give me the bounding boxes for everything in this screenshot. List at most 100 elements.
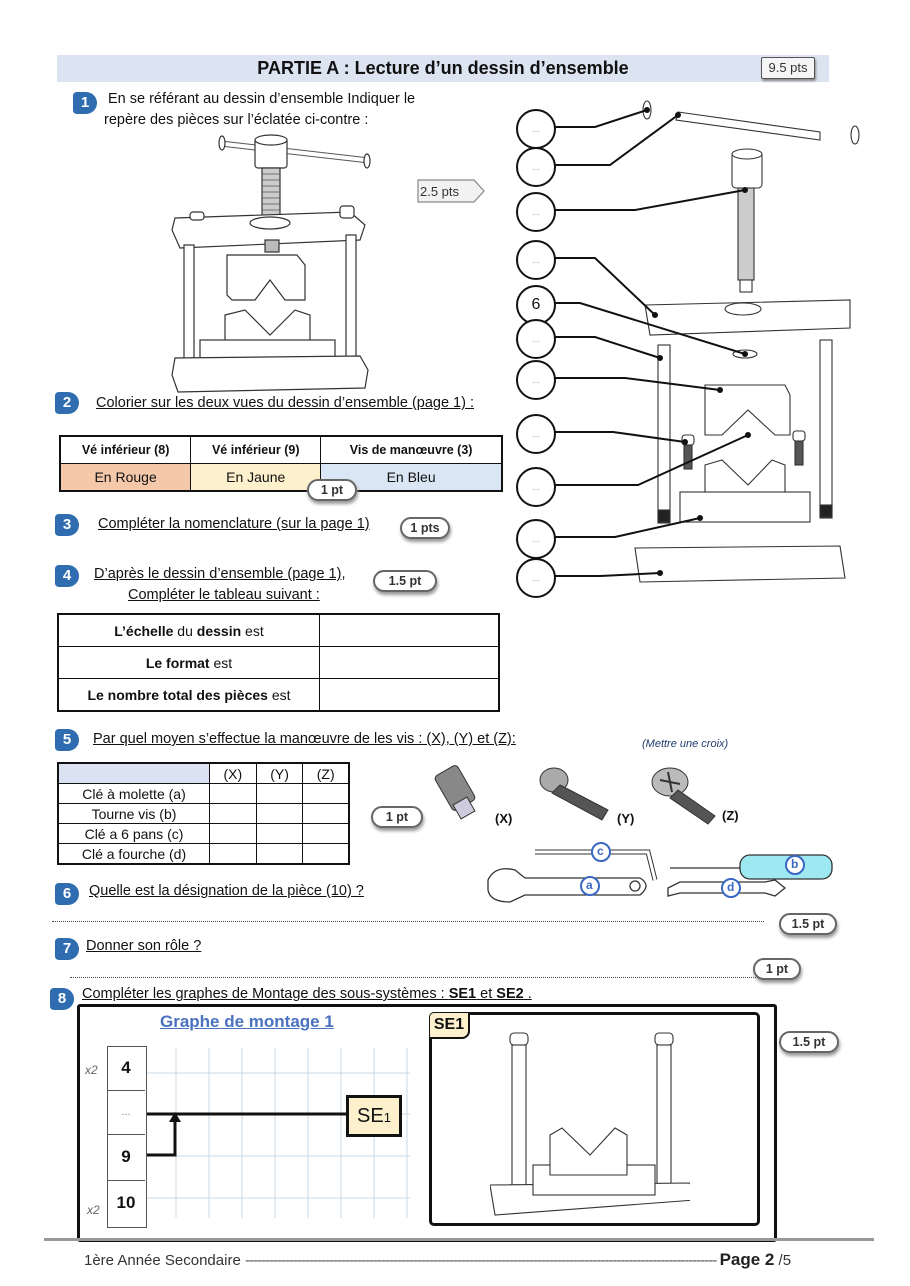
tool-label-c: c — [597, 844, 604, 858]
callout-10[interactable]: ... — [516, 519, 556, 559]
page-number: Page 2 — [719, 1250, 775, 1269]
cell-c-z[interactable] — [302, 823, 350, 844]
q1-points: 2.5 pts — [420, 184, 460, 199]
screw-label-y: (Y) — [617, 811, 635, 826]
table-corner — [57, 762, 210, 784]
exploded-view-drawing — [536, 100, 860, 583]
screwdriver-icon — [670, 854, 833, 880]
cell-d-z[interactable] — [302, 843, 350, 865]
color-table-header-3: Vis de manœuvre (3) — [320, 435, 503, 464]
table-row: Clé a 6 pans (c) — [57, 823, 350, 844]
format-answer-cell[interactable] — [319, 646, 500, 679]
cell-a-x[interactable] — [209, 783, 257, 804]
q1-text-line1: En se référant au dessin d’ensemble Indi… — [108, 91, 416, 107]
callout-2[interactable]: ... — [516, 147, 556, 187]
screw-label-x: (X) — [495, 811, 513, 826]
callout-4[interactable]: ... — [516, 240, 556, 280]
callout-6[interactable]: ... — [516, 319, 556, 359]
qty-label-10: x2 — [87, 1203, 100, 1217]
row-label-echelle: L’échelle du dessin est — [57, 613, 320, 647]
part-box-10: 10 — [116, 1193, 136, 1212]
row-label-fourche: Clé a fourche (d) — [57, 843, 210, 865]
callout-11[interactable]: ... — [516, 558, 556, 598]
callout-9[interactable]: ... — [516, 467, 556, 507]
se1-image-panel — [429, 1012, 760, 1226]
q3-points: 1 pts — [400, 517, 450, 539]
socket-head-screw-icon — [539, 767, 609, 821]
q6-points: 1.5 pt — [779, 913, 837, 935]
hex-key-icon — [535, 849, 658, 881]
tool-marker-d — [721, 878, 741, 898]
cell-c-y[interactable] — [255, 823, 304, 844]
question-number-4: 4 — [55, 565, 79, 587]
q4-points: 1.5 pt — [373, 570, 437, 592]
parts-column — [107, 1046, 147, 1228]
question-number-2: 2 — [55, 392, 79, 414]
callout-8[interactable]: ... — [516, 414, 556, 454]
q3-text: Compléter la nomenclature (sur la page 1… — [98, 516, 370, 532]
q6-text: Quelle est la désignation de la pièce (1… — [89, 883, 364, 899]
q7-answer-line[interactable] — [70, 976, 760, 978]
footer-level: 1ère Année Secondaire — [84, 1252, 241, 1269]
cell-b-y[interactable] — [255, 803, 304, 824]
question-number-7: 7 — [55, 938, 79, 960]
screws-illustration — [434, 765, 716, 825]
se1-result-box: SE1 — [346, 1095, 402, 1137]
q8-points: 1.5 pt — [779, 1031, 839, 1053]
se1-subassembly-drawing — [490, 1032, 690, 1216]
tools-illustration — [487, 842, 833, 903]
row-label-molette: Clé à molette (a) — [57, 783, 210, 804]
part-box-blank[interactable]: ... — [107, 1090, 145, 1135]
screw-label-z: (Z) — [722, 808, 739, 823]
q8-text: Compléter les graphes de Montage des sou… — [82, 986, 532, 1002]
col-header-y: (Y) — [255, 762, 304, 784]
part-box-4: 4 — [107, 1046, 145, 1091]
cell-d-x[interactable] — [209, 843, 257, 865]
cell-b-z[interactable] — [302, 803, 350, 824]
q7-text: Donner son rôle ? — [86, 938, 202, 954]
table-row: Le nombre total des pièces est — [57, 678, 500, 712]
question-number-8: 8 — [50, 988, 74, 1010]
q4-text-line1: D’après le dessin d’ensemble (page 1), — [94, 566, 346, 582]
color-cell-jaune: En Jaune — [190, 463, 322, 492]
section-header-bar — [57, 55, 829, 82]
row-label-6pans: Clé a 6 pans (c) — [57, 823, 210, 844]
callout-7[interactable]: ... — [516, 360, 556, 400]
countersunk-screw-icon — [651, 767, 716, 825]
callout-5[interactable]: 6 — [516, 285, 556, 325]
color-cell-rouge: En Rouge — [59, 463, 192, 492]
q4-text-line2: Compléter le tableau suivant : — [128, 587, 320, 603]
qty-label-4: x2 — [85, 1063, 98, 1077]
cell-a-z[interactable] — [302, 783, 350, 804]
tool-marker-a — [580, 876, 600, 896]
col-header-z: (Z) — [302, 762, 350, 784]
assembly-drawing — [171, 134, 371, 393]
set-screw-icon — [434, 765, 476, 820]
cell-c-x[interactable] — [209, 823, 257, 844]
callout-1[interactable]: ... — [516, 109, 556, 149]
table-row: Clé a fourche (d) — [57, 843, 350, 865]
table-row: Tourne vis (b) — [57, 803, 350, 824]
callout-3[interactable]: ... — [516, 192, 556, 232]
cell-b-x[interactable] — [209, 803, 257, 824]
arrow-head-icon — [169, 1112, 181, 1122]
cell-a-y[interactable] — [255, 783, 304, 804]
q1-points-arrow — [417, 179, 485, 203]
graph-title: Graphe de montage 1 — [160, 1012, 334, 1031]
color-table-header-1: Vé inférieur (8) — [59, 435, 192, 464]
tool-selection-table: (X) (Y) (Z) Clé à molette (a) Tourne vis… — [57, 762, 350, 865]
tool-label-d: d — [727, 880, 735, 894]
q6-answer-line[interactable] — [52, 920, 764, 922]
nombre-pieces-answer-cell[interactable] — [319, 678, 500, 712]
cell-d-y[interactable] — [255, 843, 304, 865]
q7-points: 1 pt — [753, 958, 801, 980]
table-row: Le format est — [57, 646, 500, 679]
tool-label-a: a — [586, 878, 593, 892]
echelle-answer-cell[interactable] — [319, 613, 500, 647]
q5-hint: (Mettre une croix) — [642, 738, 729, 750]
tool-marker-c — [591, 842, 611, 862]
tool-marker-b — [785, 855, 805, 875]
row-label-nombre-pieces: Le nombre total des pièces est — [57, 678, 320, 712]
question-number-5: 5 — [55, 729, 79, 751]
row-label-tournevis: Tourne vis (b) — [57, 803, 210, 824]
